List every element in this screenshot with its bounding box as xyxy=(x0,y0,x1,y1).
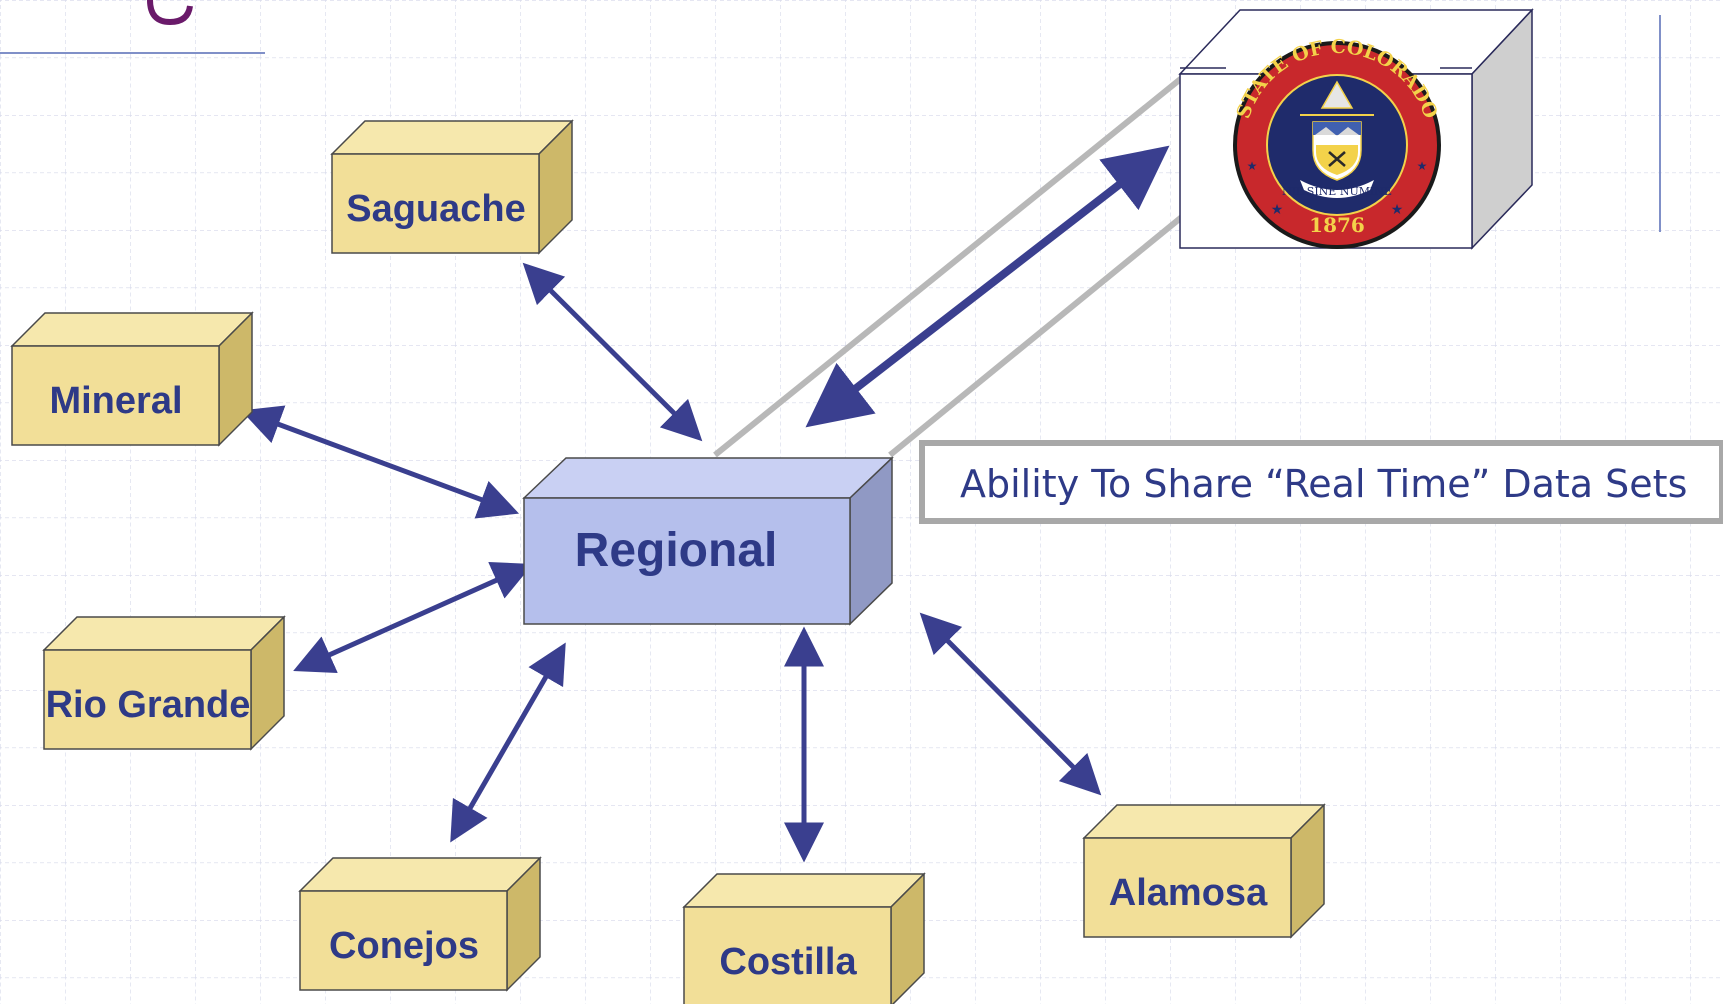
share-data-label: Ability To Share “Real Time” Data Sets xyxy=(960,462,1687,506)
regional-hub-box: Regional xyxy=(522,456,894,626)
arrow-mineral xyxy=(240,405,520,519)
county-label-saguache: Saguache xyxy=(346,188,526,230)
seal-motto-text: NIL SINE NUMINE xyxy=(1282,185,1392,198)
arrow-conejos xyxy=(450,642,566,843)
seal-emblem: NIL SINE NUMINE xyxy=(1282,80,1392,198)
county-box-alamosa: Alamosa xyxy=(1082,803,1326,939)
arrow-rio-grande xyxy=(293,562,533,673)
colorado-state-seal: STATE OF COLORADO 1876 ★ ★ ★ ★ NIL SINE … xyxy=(1232,36,1442,249)
county-box-rio-grande: Rio Grande xyxy=(42,615,286,751)
arrow-regional-state xyxy=(805,145,1170,428)
seal-star-icon: ★ xyxy=(1271,203,1284,218)
regional-label: Regional xyxy=(575,524,778,577)
seal-year-text: 1876 xyxy=(1309,213,1365,237)
seal-star-icon: ★ xyxy=(1417,159,1428,173)
county-label-costilla: Costilla xyxy=(719,941,857,983)
county-label-mineral: Mineral xyxy=(49,380,182,422)
share-data-callout: Ability To Share “Real Time” Data Sets xyxy=(919,440,1723,524)
arrow-alamosa xyxy=(919,612,1102,796)
county-arrows xyxy=(240,262,1102,863)
county-box-mineral: Mineral xyxy=(10,311,254,447)
county-label-conejos: Conejos xyxy=(329,925,479,967)
seal-star-icon: ★ xyxy=(1391,203,1404,218)
title-underline xyxy=(0,0,265,54)
arrow-saguache xyxy=(522,262,703,442)
county-box-conejos: Conejos xyxy=(298,856,542,992)
county-label-rio-grande: Rio Grande xyxy=(46,684,251,726)
county-label-alamosa: Alamosa xyxy=(1109,872,1268,914)
county-box-costilla: Costilla xyxy=(682,872,926,1004)
seal-star-icon: ★ xyxy=(1247,159,1258,173)
county-box-saguache: Saguache xyxy=(330,119,574,255)
